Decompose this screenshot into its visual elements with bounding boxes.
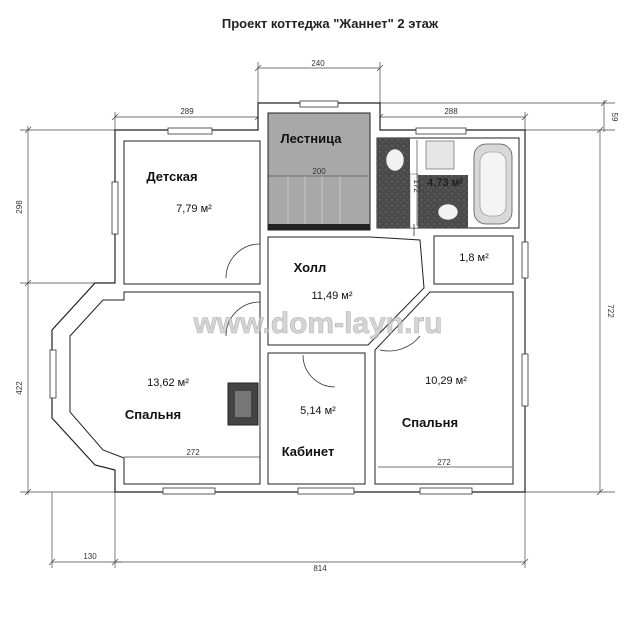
bathroom-fixtures xyxy=(377,138,513,229)
watermark: www.dom-layn.ru xyxy=(193,307,443,340)
dim-bottom-total: 814 xyxy=(313,564,327,573)
room-label-holl: Холл xyxy=(294,260,327,275)
room-stairs xyxy=(267,112,371,231)
room-area-storage: 1,8 м² xyxy=(459,252,489,264)
room-area-bedroom-right: 10,29 м² xyxy=(425,375,467,387)
windows xyxy=(49,100,529,495)
dim-right-total: 722 xyxy=(606,304,615,318)
dim-left-upper: 298 xyxy=(15,200,24,214)
dim-top-center: 240 xyxy=(311,59,325,68)
room-storage xyxy=(433,235,514,285)
room-area-bathroom: 4,73 м² xyxy=(427,177,463,189)
room-holl xyxy=(267,236,425,346)
room-area-holl: 11,49 м² xyxy=(312,290,353,302)
dim-top-left: 289 xyxy=(180,107,194,116)
dim-top-right: 288 xyxy=(444,107,458,116)
room-label-detskaya: Детская xyxy=(146,169,197,184)
room-label-kabinet: Кабинет xyxy=(282,444,335,459)
room-label-stairs: Лестница xyxy=(280,131,342,146)
room-area-kabinet: 5,14 м² xyxy=(300,405,336,417)
page-title: Проект коттеджа "Жаннет" 2 этаж xyxy=(222,16,439,31)
room-detskaya xyxy=(123,140,261,285)
room-kabinet xyxy=(267,352,366,485)
dim-bottom-offset: 130 xyxy=(83,552,97,561)
room-label-bedroom-left: Спальня xyxy=(125,407,181,422)
chimney-inner xyxy=(235,391,251,417)
dim-bath-height: 172 xyxy=(412,179,421,193)
room-bedroom-left xyxy=(69,291,261,485)
room-area-bedroom-left: 13,62 м² xyxy=(147,377,189,389)
doors xyxy=(225,224,421,388)
room-bedroom-right xyxy=(374,291,514,485)
dim-bedroom-right-width: 272 xyxy=(437,458,451,467)
dim-left-lower: 422 xyxy=(15,381,24,395)
dim-right-small: 59 xyxy=(610,113,619,122)
room-area-detskaya: 7,79 м² xyxy=(176,203,212,215)
dim-stair-width: 200 xyxy=(312,167,326,176)
room-label-bedroom-right: Спальня xyxy=(402,415,458,430)
dim-bedroom-left-width: 272 xyxy=(186,448,200,457)
